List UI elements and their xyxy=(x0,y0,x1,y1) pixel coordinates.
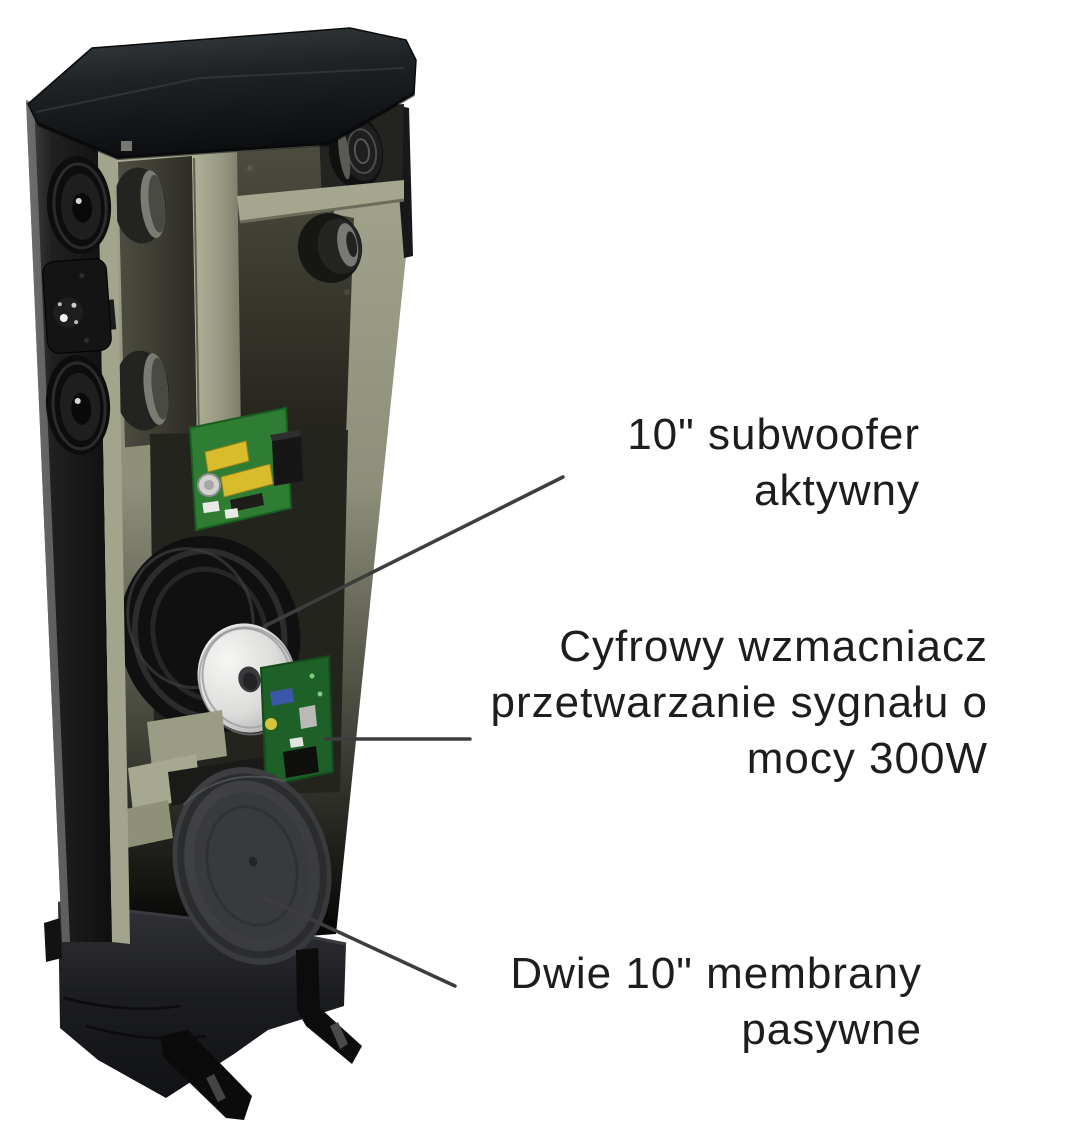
white-component xyxy=(224,508,239,519)
connector-slot xyxy=(230,493,264,512)
amp-component-blue xyxy=(270,688,294,706)
front-mid-driver-bottom xyxy=(45,355,111,455)
tweeter xyxy=(42,258,112,354)
transformer-block xyxy=(272,436,303,486)
top-cap xyxy=(27,27,417,161)
callout-amplifier: Cyfrowy wzmacniacz przetwarzanie sygnału… xyxy=(491,619,988,787)
amp-component-silver xyxy=(299,705,317,729)
callout-line: przetwarzanie sygnału o xyxy=(490,678,988,727)
amp-led xyxy=(309,673,315,679)
interior-brace xyxy=(147,710,227,768)
capacitor-round-top xyxy=(204,480,214,490)
driver-magnet-top xyxy=(113,167,167,244)
amplifier-board xyxy=(259,654,335,788)
front-baffle xyxy=(26,100,130,944)
foot-slot xyxy=(206,1074,226,1102)
cap-bottom-edge xyxy=(37,92,416,161)
outrigger-foot-front xyxy=(160,1030,252,1120)
plinth-left-nub xyxy=(44,918,62,962)
divider-pillar xyxy=(192,152,241,442)
callout-line: 10" subwoofer xyxy=(627,410,920,459)
transformer-top xyxy=(270,430,301,441)
amp-component-yellow xyxy=(265,718,277,730)
amp-led xyxy=(317,691,323,697)
shelf-edge xyxy=(239,198,405,224)
cabinet-interior xyxy=(100,104,413,950)
screw-dot xyxy=(344,289,350,295)
outrigger-feet xyxy=(160,948,362,1120)
callout-passive-membranes: Dwie 10" membrany pasywne xyxy=(510,946,922,1058)
cap-bracket xyxy=(121,141,132,151)
callout-subwoofer: 10" subwoofer aktywny xyxy=(627,407,920,519)
foot-slot xyxy=(330,1022,348,1049)
plinth-seam xyxy=(63,996,181,1010)
callout-line: mocy 300W xyxy=(746,734,988,783)
amp-component-black xyxy=(283,746,319,778)
callout-line: pasywne xyxy=(741,1005,922,1054)
amp-component-white xyxy=(289,736,304,748)
front-mid-driver-top xyxy=(46,156,112,254)
outrigger-foot-right xyxy=(296,948,362,1064)
pillar-edge-line xyxy=(193,157,200,441)
leader-line-passive xyxy=(261,895,457,988)
leader-lines xyxy=(261,475,565,988)
driver-magnet-bottom xyxy=(114,350,170,431)
crossover-board xyxy=(188,406,303,532)
subwoofer-driver xyxy=(118,536,301,736)
passive-radiator xyxy=(168,757,332,965)
capacitor-yellow xyxy=(220,463,274,498)
callout-line: Cyfrowy wzmacniacz xyxy=(559,622,988,671)
leader-line-subwoofer xyxy=(263,475,565,628)
callout-line: Dwie 10" membrany xyxy=(510,949,922,998)
interior-shelf xyxy=(237,180,404,222)
screw-dot xyxy=(247,165,253,171)
baffle-corner-highlight xyxy=(26,100,70,942)
white-component xyxy=(202,500,220,514)
capacitor-yellow xyxy=(204,440,250,473)
cap-seam xyxy=(35,67,405,113)
callout-line: aktywny xyxy=(754,466,920,515)
mid-driver-rear xyxy=(297,213,363,283)
